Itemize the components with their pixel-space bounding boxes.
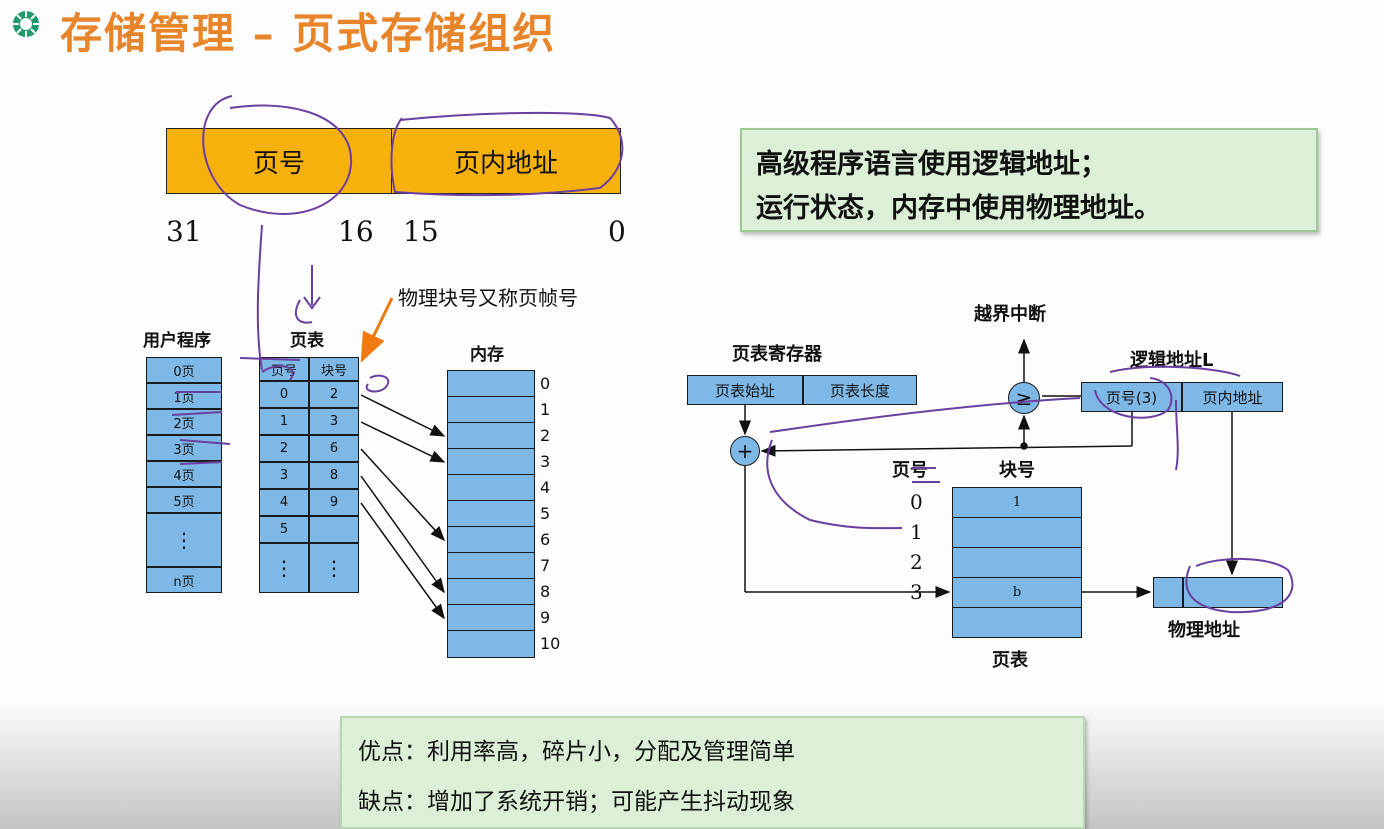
pt-page-3: 3 xyxy=(259,462,309,489)
flower-bullet-icon xyxy=(13,11,39,37)
info-line-1: 高级程序语言使用逻辑地址； xyxy=(756,149,1107,180)
user-page-n: n页 xyxy=(146,567,222,593)
bit-0-label: 0 xyxy=(608,215,626,248)
pt-block-5 xyxy=(309,516,359,543)
memory-index-10: 10 xyxy=(540,634,561,653)
pt-block-2: 6 xyxy=(309,435,359,462)
map-arrow-0 xyxy=(360,394,446,437)
physical-block-field xyxy=(1153,577,1183,608)
rpt-row-4 xyxy=(952,607,1082,638)
right-page-table-caption: 页表 xyxy=(992,650,1028,671)
map-arrow-4 xyxy=(360,502,445,620)
pt-page-5: 5 xyxy=(259,516,309,543)
pt-block-0: 2 xyxy=(309,381,359,408)
memory-block-0 xyxy=(447,370,535,397)
pros-cons-box: 优点：利用率高，碎片小，分配及管理简单 缺点：增加了系统开销；可能产生抖动现象 xyxy=(340,716,1085,829)
memory-index-6: 6 xyxy=(540,530,551,549)
ptr-label: 页表寄存器 xyxy=(732,344,822,365)
map-arrow-1 xyxy=(360,421,446,463)
memory-index-9: 9 xyxy=(540,608,551,627)
pt-page-ellipsis: ⋮ xyxy=(259,543,309,593)
handwritten-annotations xyxy=(171,95,1294,614)
memory-index-7: 7 xyxy=(540,556,551,575)
pt-block-3: 8 xyxy=(309,462,359,489)
rpt-index-0: 0 xyxy=(910,490,923,514)
pros-line: 优点：利用率高，碎片小，分配及管理简单 xyxy=(358,739,795,765)
ptr-length-field: 页表长度 xyxy=(803,375,917,405)
rpt-index-1: 1 xyxy=(910,520,923,544)
page-no-label: 页号 xyxy=(892,460,928,481)
physical-address-label: 物理地址 xyxy=(1168,620,1240,641)
page-table-label: 页表 xyxy=(290,331,324,351)
memory-block-10 xyxy=(447,630,535,658)
frame-number-annotation: 物理块号又称页帧号 xyxy=(398,286,578,310)
pt-page-0: 0 xyxy=(259,381,309,408)
info-line-2: 运行状态，内存中使用物理地址。 xyxy=(756,193,1161,224)
bit-31-label: 31 xyxy=(166,215,202,248)
compare-operator: ≥ xyxy=(1008,382,1040,414)
bit-15-label: 15 xyxy=(403,215,439,248)
memory-index-5: 5 xyxy=(540,504,551,523)
memory-index-0: 0 xyxy=(540,374,551,393)
block-no-label: 块号 xyxy=(999,460,1035,481)
user-page-0: 0页 xyxy=(146,357,222,383)
pt-block-4: 9 xyxy=(309,489,359,516)
interrupt-label: 越界中断 xyxy=(974,304,1046,325)
rpt-row-3: b xyxy=(952,577,1082,608)
memory-block-8 xyxy=(447,578,535,605)
pt-page-4: 4 xyxy=(259,489,309,516)
map-arrow-2 xyxy=(360,448,446,542)
page-offset-field: 页内地址 xyxy=(391,128,621,194)
bit-16-label: 16 xyxy=(338,215,374,248)
map-arrow-3 xyxy=(360,475,445,594)
memory-index-8: 8 xyxy=(540,582,551,601)
logical-address-label: 逻辑地址L xyxy=(1130,350,1214,371)
pt-header-block: 块号 xyxy=(309,357,359,381)
user-page-4: 4页 xyxy=(146,461,222,487)
memory-index-2: 2 xyxy=(540,426,551,445)
memory-block-1 xyxy=(447,396,535,423)
memory-index-3: 3 xyxy=(540,452,551,471)
rpt-row-2 xyxy=(952,547,1082,578)
user-program-label: 用户程序 xyxy=(143,331,211,351)
logical-offset-field: 页内地址 xyxy=(1182,382,1283,412)
memory-index-1: 1 xyxy=(540,400,551,419)
info-box: 高级程序语言使用逻辑地址； 运行状态，内存中使用物理地址。 xyxy=(740,128,1318,232)
user-page-1: 1页 xyxy=(146,383,222,409)
memory-label: 内存 xyxy=(470,345,504,365)
user-page-ellipsis: ⋮ xyxy=(146,513,222,567)
add-operator: + xyxy=(730,436,760,466)
annotation-pointer-arrow xyxy=(360,297,394,363)
pt-page-1: 1 xyxy=(259,408,309,435)
cons-line: 缺点：增加了系统开销；可能产生抖动现象 xyxy=(358,789,795,815)
user-page-5: 5页 xyxy=(146,487,222,513)
pt-page-2: 2 xyxy=(259,435,309,462)
rpt-index-2: 2 xyxy=(910,550,923,574)
pt-block-1: 3 xyxy=(309,408,359,435)
memory-index-4: 4 xyxy=(540,478,551,497)
pt-block-ellipsis: ⋮ xyxy=(309,543,359,593)
ptr-start-field: 页表始址 xyxy=(687,375,803,405)
page-title: 存储管理 – 页式存储组织 xyxy=(60,9,557,58)
